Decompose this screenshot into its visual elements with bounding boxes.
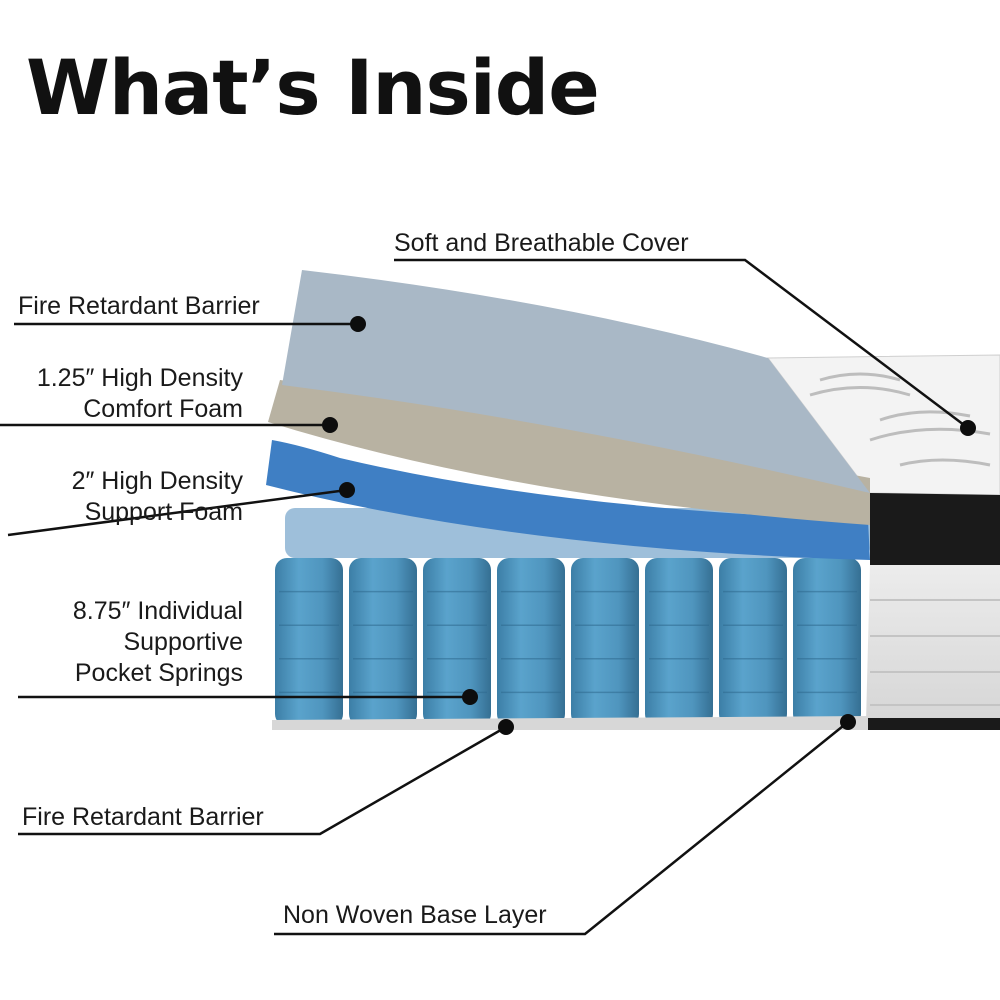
- label-cover: Soft and Breathable Cover: [394, 229, 689, 257]
- spring-cylinder: [793, 558, 861, 726]
- dot-support-foam: [339, 482, 355, 498]
- side-panel: [866, 565, 1000, 722]
- label-support-foam-line-1: 2″ High Density: [71, 467, 243, 495]
- dot-comfort-foam: [322, 417, 338, 433]
- dot-fire-barrier-bottom: [498, 719, 514, 735]
- barrier-layer: [282, 270, 870, 493]
- callout-dots: [322, 316, 976, 735]
- spring-cylinder: [645, 558, 713, 726]
- leader-support-foam: [7, 488, 348, 537]
- leader-lines: [0, 258, 969, 936]
- label-comfort-foam-line-1: 1.25″ High Density: [36, 364, 243, 392]
- quilt-pattern: [809, 372, 991, 467]
- label-fire-barrier-bottom: Fire Retardant Barrier: [22, 803, 264, 831]
- label-comfort-foam: 1.25″ High Density Comfort Foam: [37, 363, 243, 425]
- spring-cylinder: [423, 558, 491, 726]
- spring-cylinder: [571, 558, 639, 726]
- dot-springs: [462, 689, 478, 705]
- spring-cylinder: [497, 558, 565, 726]
- base-layer: [272, 716, 868, 730]
- leader-fire-barrier-bottom: [18, 725, 507, 836]
- support-foam-layer: [266, 440, 870, 560]
- spring-cylinder: [719, 558, 787, 726]
- spring-cylinder: [349, 558, 417, 726]
- label-base-layer: Non Woven Base Layer: [283, 901, 547, 929]
- dot-cover: [960, 420, 976, 436]
- comfort-foam-layer: [268, 380, 870, 525]
- bottom-band: [866, 718, 1000, 730]
- label-support-foam-line-2: Support Foam: [84, 498, 243, 526]
- mattress-body: [767, 354, 1000, 730]
- side-panel-lines: [870, 599, 1000, 706]
- spring-cylinder: [275, 558, 343, 726]
- label-springs-line-2: Supportive: [123, 628, 243, 656]
- page-title: What’s Inside: [26, 43, 600, 132]
- label-springs: 8.75″ Individual Supportive Pocket Sprin…: [73, 596, 243, 689]
- label-comfort-foam-line-2: Comfort Foam: [83, 395, 243, 423]
- label-fire-barrier-top: Fire Retardant Barrier: [18, 292, 260, 320]
- dot-base-layer: [840, 714, 856, 730]
- leader-cover: [394, 258, 969, 429]
- leader-base-layer: [274, 721, 849, 936]
- label-springs-line-1: 8.75″ Individual: [72, 597, 243, 625]
- border-band: [870, 493, 1000, 565]
- label-support-foam: 2″ High Density Support Foam: [72, 466, 243, 528]
- label-springs-line-3: Pocket Springs: [74, 659, 243, 687]
- dot-fire-barrier-top: [350, 316, 366, 332]
